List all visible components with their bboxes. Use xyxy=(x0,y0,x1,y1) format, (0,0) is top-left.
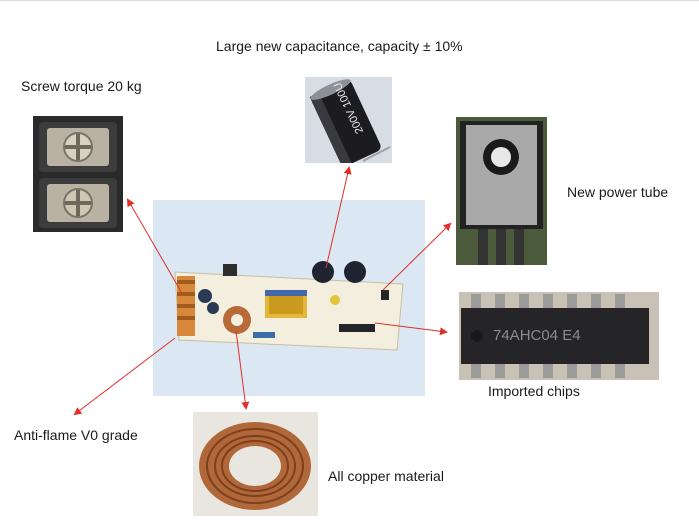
copper-coil-photo xyxy=(193,412,318,516)
power-supply-board-photo xyxy=(153,200,425,396)
capacitance-label: Large new capacitance, capacity ± 10% xyxy=(216,38,463,54)
copper-material-label: All copper material xyxy=(328,468,444,484)
top-divider xyxy=(0,0,699,1)
anti-flame-label: Anti-flame V0 grade xyxy=(14,427,138,443)
power-tube-label: New power tube xyxy=(567,184,669,200)
imported-chip-photo: 74AHC04 E4 xyxy=(459,292,659,380)
capacitor-photo: 200V 100U xyxy=(305,77,392,163)
imported-chips-label: Imported chips xyxy=(488,383,580,399)
power-tube-photo xyxy=(456,117,547,265)
chip-print-text: 74AHC04 E4 xyxy=(493,327,581,344)
screw-torque-label: Screw torque 20 kg xyxy=(21,78,142,94)
screw-terminal-photo xyxy=(33,116,123,232)
